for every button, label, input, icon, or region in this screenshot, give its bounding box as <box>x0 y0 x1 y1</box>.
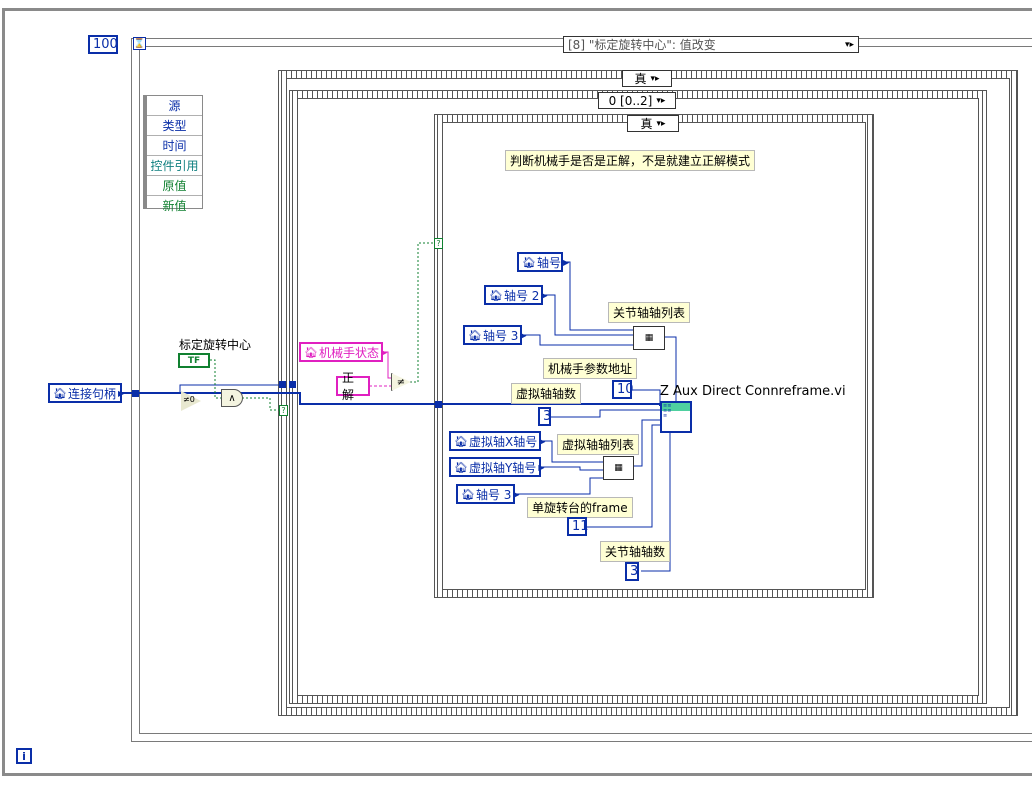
selector-arrow-icon[interactable]: ▾▸ <box>844 39 854 50</box>
event-item-type: 类型 <box>147 116 202 136</box>
output-arrow-icon: ▶ <box>538 462 545 472</box>
three-b-text: 3 <box>630 564 639 579</box>
home-icon: 🏠︎ <box>522 255 536 269</box>
event-case-selector[interactable]: [8] "标定旋转中心": 值改变 ▾▸ <box>563 36 859 53</box>
home-icon: 🏠︎ <box>454 434 468 448</box>
home-icon: 🏠︎ <box>489 288 503 302</box>
ten-constant[interactable]: 10 <box>612 380 634 399</box>
sequence-selector-label: 0 [0..2] <box>608 93 653 108</box>
virt-axis-y-label: 虚拟轴Y轴号 <box>468 460 537 475</box>
case-inner-arrow-icon[interactable]: ▾▸ <box>656 118 666 129</box>
case-structure-inner-body <box>442 122 866 590</box>
conn-handle-control[interactable]: 🏠︎ 连接句柄 ▶ <box>48 383 125 403</box>
home-icon: 🏠︎ <box>468 328 482 342</box>
tunnel-case-inner[interactable] <box>435 401 442 408</box>
loop-timeout-constant[interactable]: 100 <box>88 35 118 54</box>
comment-label: 判断机械手是否是正解，不是就建立正解模式 <box>505 150 756 171</box>
robot-state-label: 机械手状态 <box>318 345 379 360</box>
axis-no-3-label: 轴号 3 <box>482 328 519 343</box>
block-diagram-window <box>2 8 1032 776</box>
robot-state-control[interactable]: 🏠︎ 机械手状态 ▶ <box>299 342 387 362</box>
output-arrow-icon: ▶ <box>380 347 388 357</box>
output-arrow-icon: ▶ <box>541 290 548 300</box>
event-item-oldval: 原值 <box>147 176 202 196</box>
event-item-newval: 新值 <box>162 199 187 213</box>
case-selector-inner-label: 真 <box>640 117 653 131</box>
calib-center-bool[interactable]: TF <box>178 353 210 368</box>
vi-name-label: Z Aux Direct Connreframe.vi <box>660 384 846 399</box>
output-arrow-icon: ▶ <box>562 257 570 267</box>
not-equal-zero-node[interactable]: ≠0 <box>181 391 201 411</box>
forward-solution-text: 正解 <box>342 371 355 402</box>
event-item-source: 源 <box>147 96 202 116</box>
virt-axis-count-label: 虚拟轴轴数 <box>511 383 582 404</box>
output-arrow-icon: ▶ <box>513 489 520 499</box>
output-arrow-icon: ▶ <box>520 330 527 340</box>
tf-text: TF <box>187 355 201 366</box>
case-selector-outer[interactable]: 真 ▾▸ <box>622 70 672 87</box>
output-arrow-icon: ▶ <box>117 388 125 398</box>
case-selector-outer-label: 真 <box>634 72 647 86</box>
vi-icon-text: ≡≡≡≡≡ <box>663 403 672 419</box>
hourglass-icon: ⌛ <box>133 37 146 50</box>
three-constant-a[interactable]: 3 <box>538 407 551 426</box>
axis-no-2-control[interactable]: 🏠︎ 轴号 2 ▶ <box>484 285 548 305</box>
event-data-node[interactable]: 源 类型 时间 控件引用 原值 新值 <box>143 95 203 213</box>
eleven-constant[interactable]: 11 <box>567 517 589 536</box>
zaux-connreframe-vi[interactable]: ≡≡≡≡≡ <box>660 401 692 433</box>
axis-no-3-control[interactable]: 🏠︎ 轴号 3 ▶ <box>463 325 527 345</box>
axis-no-2-label: 轴号 2 <box>503 288 540 303</box>
virt-axis-y-control[interactable]: 🏠︎ 虚拟轴Y轴号 ▶ <box>449 457 545 477</box>
virt-axis-x-label: 虚拟轴X轴号 <box>468 434 538 449</box>
sequence-selector[interactable]: 0 [0..2] ▾▸ <box>598 92 676 109</box>
eleven-text: 11 <box>572 519 589 534</box>
info-icon[interactable]: i <box>16 748 32 764</box>
case-selector-terminal[interactable]: ? <box>279 405 288 416</box>
event-item-ctrlref: 控件引用 <box>147 156 202 176</box>
virt-axis-list-label: 虚拟轴轴列表 <box>557 434 640 455</box>
three-a-text: 3 <box>543 409 552 424</box>
robot-param-addr-label: 机械手参数地址 <box>543 358 638 379</box>
home-icon: 🏠︎ <box>304 345 318 359</box>
event-case-label: [8] "标定旋转中心": 值改变 <box>568 38 716 52</box>
home-icon: 🏠︎ <box>53 386 67 400</box>
three-constant-b[interactable]: 3 <box>625 562 639 581</box>
home-icon: 🏠︎ <box>461 487 475 501</box>
tunnel-case-outer[interactable] <box>279 381 286 388</box>
axis-no-3b-control[interactable]: 🏠︎ 轴号 3 ▶ <box>456 484 520 504</box>
tunnel-left[interactable] <box>132 390 139 397</box>
event-item-time: 时间 <box>147 136 202 156</box>
axis-no-label: 轴号 <box>536 255 561 270</box>
virt-axis-x-control[interactable]: 🏠︎ 虚拟轴X轴号 ▶ <box>449 431 545 451</box>
output-arrow-icon: ▶ <box>539 436 546 446</box>
sequence-arrow-icon[interactable]: ▾▸ <box>656 95 666 106</box>
forward-solution-constant[interactable]: 正解 <box>336 371 370 402</box>
ten-text: 10 <box>617 382 634 397</box>
joint-axis-list-label: 关节轴轴列表 <box>608 302 691 323</box>
calib-center-label: 标定旋转中心 <box>179 338 252 352</box>
joint-axis-count-label: 关节轴轴数 <box>600 541 671 562</box>
tunnel-seq[interactable] <box>289 381 296 388</box>
info-icon-text: i <box>22 749 26 763</box>
case-selector-inner[interactable]: 真 ▾▸ <box>627 115 679 132</box>
build-array-joint[interactable]: ▦ <box>633 326 665 350</box>
and-node[interactable]: ∧ <box>221 389 243 407</box>
case-outer-arrow-icon[interactable]: ▾▸ <box>650 73 660 84</box>
axis-no-control[interactable]: 🏠︎ 轴号 ▶ <box>517 252 569 272</box>
conn-handle-label: 连接句柄 <box>67 386 116 401</box>
case-selector-terminal-inner[interactable]: ? <box>434 238 443 249</box>
single-rotary-frame-label: 单旋转台的frame <box>527 497 633 518</box>
home-icon: 🏠︎ <box>454 460 468 474</box>
build-array-virt[interactable]: ▦ <box>603 456 634 480</box>
axis-no-3b-label: 轴号 3 <box>475 487 512 502</box>
